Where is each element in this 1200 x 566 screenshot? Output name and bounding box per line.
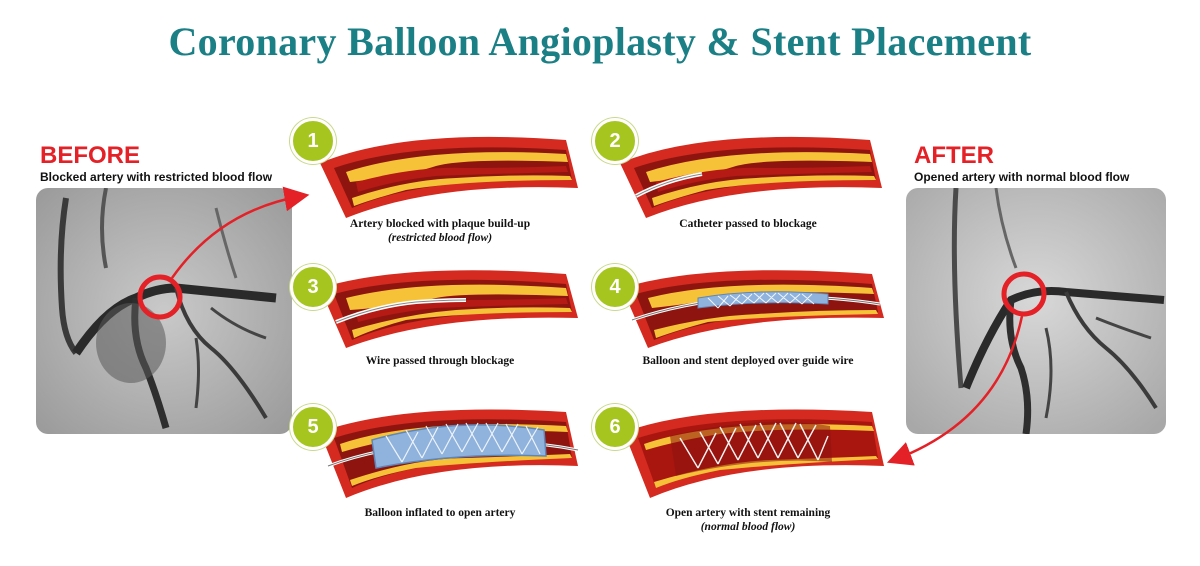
step-5-artery-illustration — [316, 396, 582, 500]
step-3-badge: 3 — [290, 264, 336, 310]
step-6-badge: 6 — [592, 404, 638, 450]
after-heading: AFTER — [914, 142, 994, 169]
step-2-caption: Catheter passed to blockage — [598, 217, 898, 231]
step-6-caption-text: Open artery with stent remaining — [665, 507, 831, 519]
step-4-artery-illustration — [618, 258, 888, 350]
after-subtitle: Opened artery with normal blood flow — [914, 170, 1130, 184]
step-6-caption: Open artery with stent remaining (normal… — [598, 506, 898, 534]
step-3-caption-text: Wire passed through blockage — [365, 355, 515, 367]
step-2-caption-text: Catheter passed to blockage — [679, 218, 817, 230]
step-6-artery-illustration — [620, 396, 888, 500]
step-3-caption: Wire passed through blockage — [290, 354, 590, 368]
step-1-note: (restricted blood flow) — [387, 232, 493, 244]
step-1-caption-text: Artery blocked with plaque build-up — [349, 218, 531, 230]
before-angiogram-image — [36, 188, 292, 434]
step-1-artery-illustration — [316, 118, 582, 222]
before-heading: BEFORE — [40, 142, 141, 169]
step-3-artery-illustration — [316, 258, 582, 350]
step-1-badge: 1 — [290, 118, 336, 164]
step-6-note: (normal blood flow) — [700, 521, 796, 533]
step-2-badge: 2 — [592, 118, 638, 164]
step-5-caption: Balloon inflated to open artery — [290, 506, 590, 520]
step-2-artery-illustration — [616, 118, 886, 222]
step-5-badge: 5 — [290, 404, 336, 450]
step-1-caption: Artery blocked with plaque build-up (res… — [290, 217, 590, 245]
step-4-badge: 4 — [592, 264, 638, 310]
step-5-caption-text: Balloon inflated to open artery — [364, 507, 516, 519]
after-angiogram-image — [906, 188, 1166, 434]
page-title: Coronary Balloon Angioplasty & Stent Pla… — [168, 19, 1032, 64]
before-subtitle: Blocked artery with restricted blood flo… — [40, 170, 273, 184]
step-4-caption: Balloon and stent deployed over guide wi… — [598, 354, 898, 368]
step-4-caption-text: Balloon and stent deployed over guide wi… — [642, 355, 854, 367]
